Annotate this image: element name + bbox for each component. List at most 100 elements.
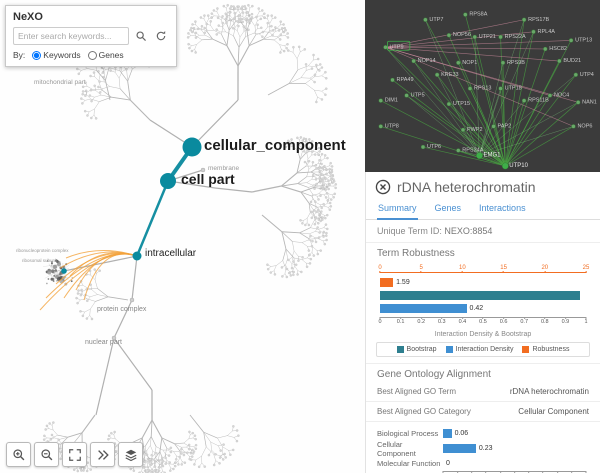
network-node-label[interactable]: UTP9 xyxy=(389,44,403,50)
network-node-label[interactable]: NAN1 xyxy=(582,99,597,105)
network-node-dot[interactable] xyxy=(411,58,416,64)
tab-genes[interactable]: Genes xyxy=(434,203,462,213)
network-node-dot[interactable] xyxy=(575,100,581,105)
tree-node-dot[interactable] xyxy=(160,173,176,189)
network-node-dot[interactable] xyxy=(378,98,383,103)
network-node-dot[interactable] xyxy=(491,124,496,129)
network-node-label[interactable]: PWP2 xyxy=(467,127,483,133)
search-input[interactable] xyxy=(13,27,129,45)
radio-genes-input[interactable] xyxy=(87,50,97,60)
network-node-label[interactable]: NOC4 xyxy=(554,92,569,98)
network-node-dot[interactable] xyxy=(456,60,461,65)
radio-keywords[interactable]: Keywords xyxy=(32,50,81,60)
network-node-label[interactable]: RPS13 xyxy=(474,86,491,92)
zoom-toolbar xyxy=(6,442,143,467)
network-node-label[interactable]: RPS24A xyxy=(462,147,483,153)
network-node-dot[interactable] xyxy=(521,17,527,22)
search-icon[interactable] xyxy=(133,28,149,44)
layers-button[interactable] xyxy=(118,442,143,467)
network-node-label[interactable]: RPS17B xyxy=(528,17,549,23)
network-node-dot[interactable] xyxy=(383,45,388,50)
network-node-dot[interactable] xyxy=(476,152,483,160)
network-node-label[interactable]: UTP10 xyxy=(509,163,528,169)
network-node-dot[interactable] xyxy=(498,86,503,91)
network-node-label[interactable]: UTP13 xyxy=(575,37,592,43)
network-node-dot[interactable] xyxy=(521,98,527,103)
network-node-dot[interactable] xyxy=(446,101,452,107)
network-node-label[interactable]: NOP14 xyxy=(418,58,436,64)
network-node-label[interactable]: PAP2 xyxy=(498,123,512,129)
network-node-label[interactable]: RPS22A xyxy=(505,34,526,40)
network-node-dot[interactable] xyxy=(547,93,553,98)
network-node-dot[interactable] xyxy=(573,72,579,78)
go-term-key: Best Aligned GO Term xyxy=(377,387,456,396)
tab-summary[interactable]: Summary xyxy=(377,199,418,220)
network-node-dot[interactable] xyxy=(557,58,562,64)
network-node-dot[interactable] xyxy=(571,124,576,129)
fit-to-screen-button[interactable] xyxy=(62,442,87,467)
zoom-in-button[interactable] xyxy=(6,442,31,467)
network-node-dot[interactable] xyxy=(378,124,383,129)
network-node-label[interactable]: UTP4 xyxy=(580,72,594,78)
network-node-dot[interactable] xyxy=(420,144,426,150)
tree-node-dot[interactable] xyxy=(132,251,142,261)
network-node-label[interactable]: UTP18 xyxy=(505,86,522,92)
network-node-label[interactable]: BUD21 xyxy=(563,58,581,64)
close-icon[interactable] xyxy=(375,179,391,195)
robustness-bar-row xyxy=(380,289,586,302)
network-node-label[interactable]: NOP6 xyxy=(577,123,592,129)
network-node-label[interactable]: RPS8A xyxy=(469,12,487,18)
network-node-label[interactable]: DIM1 xyxy=(385,98,398,104)
network-node-label[interactable]: NOP56 xyxy=(453,32,471,38)
tab-interactions[interactable]: Interactions xyxy=(479,203,526,213)
interaction-network-panel[interactable]: UTP7 RPS8A RPS17B NOP56 UTP21 RPS22A RPL4A UTP1… xyxy=(365,0,600,172)
network-node-label[interactable]: NOP1 xyxy=(462,60,477,66)
network-node-label[interactable]: UTP15 xyxy=(453,101,470,107)
expand-all-button[interactable] xyxy=(90,442,115,467)
tree-node-dot[interactable] xyxy=(61,268,67,274)
network-node-label[interactable]: RPS9B xyxy=(507,60,525,66)
network-svg: UTP7 RPS8A RPS17B NOP56 UTP21 RPS22A RPL4A UTP1… xyxy=(378,12,597,170)
network-node-dot[interactable] xyxy=(446,33,452,38)
go-term-value: rDNA heterochromatin xyxy=(509,387,589,396)
network-node-dot[interactable] xyxy=(423,17,428,22)
network-node-dot[interactable] xyxy=(501,162,509,170)
refresh-icon[interactable] xyxy=(153,28,169,44)
network-node-dot[interactable] xyxy=(434,72,440,78)
legend-item: Robustness xyxy=(522,346,569,353)
network-node-dot[interactable] xyxy=(460,127,466,133)
network-node-dot[interactable] xyxy=(498,34,503,40)
network-node-dot[interactable] xyxy=(472,34,477,40)
network-node-dot[interactable] xyxy=(404,93,409,98)
radio-keywords-input[interactable] xyxy=(32,50,42,60)
network-node-label[interactable]: RPS11B xyxy=(528,98,549,104)
network-node-dot[interactable] xyxy=(463,12,468,17)
network-node-dot[interactable] xyxy=(568,38,574,43)
network-node-label[interactable]: KRE33 xyxy=(441,72,458,78)
network-node-dot[interactable] xyxy=(456,148,461,153)
network-node-label[interactable]: RPL4A xyxy=(538,29,556,35)
search-by-label: By: xyxy=(13,50,26,60)
network-node-dot[interactable] xyxy=(467,86,473,91)
network-node-label[interactable]: HSC82 xyxy=(549,46,567,52)
radio-genes[interactable]: Genes xyxy=(87,50,124,60)
network-node-label[interactable]: EMG1 xyxy=(483,153,501,159)
zoom-out-button[interactable] xyxy=(34,442,59,467)
network-node-label[interactable]: UTP21 xyxy=(479,34,496,40)
network-node-dot[interactable] xyxy=(500,60,506,65)
go-alignment-chart-axis: 00.10.20.30.40.50.60.70.80.91 xyxy=(442,471,587,473)
network-node-label[interactable]: UTP5 xyxy=(411,92,425,98)
network-node-label[interactable]: UTP8 xyxy=(385,123,399,129)
network-node-dot[interactable] xyxy=(543,46,548,52)
term-detail-panel: rDNA heterochromatin Summary Genes Inter… xyxy=(365,172,600,473)
unique-term-id-value: NEXO:8854 xyxy=(444,226,493,236)
tree-node-dot[interactable] xyxy=(182,137,202,157)
ontology-tree-canvas[interactable]: cellular_component cell part intracellul… xyxy=(0,0,365,473)
network-node-dot[interactable] xyxy=(531,29,536,34)
network-node-dot[interactable] xyxy=(390,77,395,83)
network-node-label[interactable]: UTP7 xyxy=(429,17,443,23)
network-node-label[interactable]: UTP6 xyxy=(427,144,441,150)
network-node-label[interactable]: RPA49 xyxy=(397,77,414,83)
